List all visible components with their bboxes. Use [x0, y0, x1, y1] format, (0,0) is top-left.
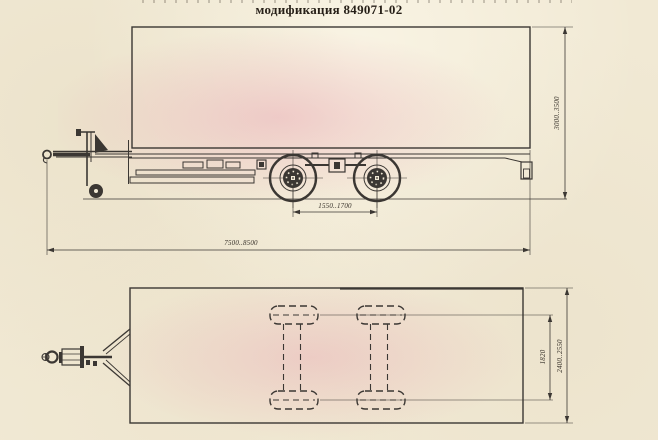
plan-view: 1820 2400..2550 — [41, 287, 573, 424]
drawing-title: модификация 849071-02 — [255, 2, 403, 17]
wheel-rear — [347, 150, 407, 208]
frame-drawbar — [53, 150, 530, 163]
dim-track-width-value: 1820 — [539, 349, 547, 364]
balancer-suspension — [305, 152, 366, 173]
dimension-overall-length: 7500..8500 — [46, 150, 531, 255]
hitch-eye — [42, 149, 52, 164]
cutoff-text-artifact — [142, 0, 572, 3]
dimension-track-width: 1820 — [539, 315, 553, 400]
rear-light-box — [520, 161, 533, 180]
jack-support-wheel — [76, 129, 108, 198]
dim-overall-width-value: 2400..2550 — [556, 339, 564, 373]
dim-axle-spacing-value: 1550..1700 — [318, 202, 352, 210]
dimension-overall-height: 3000..3500 — [532, 26, 573, 199]
dimension-overall-width: 2400..2550 — [525, 287, 573, 424]
body-outline — [128, 26, 531, 184]
plan-wheels-dashed — [269, 305, 553, 410]
underframe-toolbox — [129, 159, 267, 184]
plan-body-outline — [129, 287, 524, 424]
dim-overall-height-value: 3000..3500 — [553, 96, 561, 131]
dim-overall-length-value: 7500..8500 — [224, 239, 258, 247]
dimension-axle-spacing: 1550..1700 — [292, 182, 378, 217]
side-view: 1550..1700 7500..8500 3000..3500 — [42, 26, 573, 255]
plan-drawbar — [41, 328, 131, 387]
